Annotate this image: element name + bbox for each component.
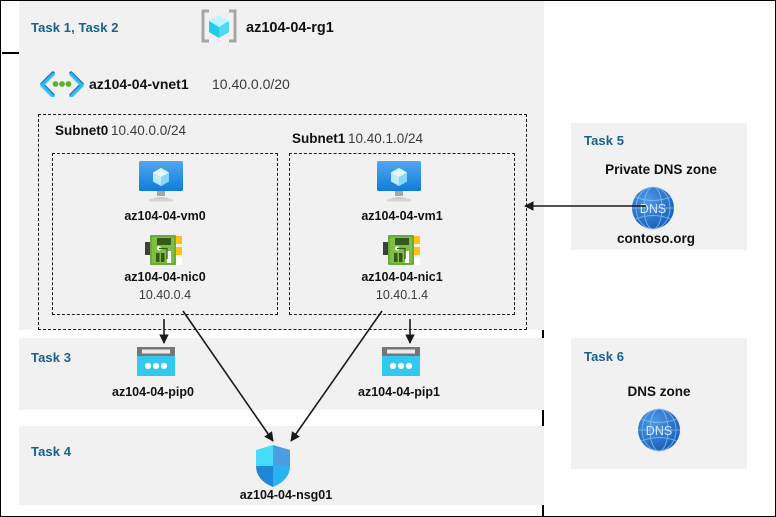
resource-group-header-panel	[19, 1, 544, 52]
pip1-label: az104-04-pip1	[358, 385, 440, 399]
task-label-6: Task 6	[584, 349, 625, 364]
pip0-label: az104-04-pip0	[112, 385, 194, 399]
vnet-address-space: 10.40.0.0/20	[212, 76, 290, 92]
private-dns-zone-name: contoso.org	[617, 231, 695, 246]
resource-group-name: az104-04-rg1	[246, 20, 334, 36]
vnet-panel	[19, 52, 544, 330]
subnet1-name: Subnet1	[292, 131, 346, 146]
vnet-name: az104-04-vnet1	[89, 76, 189, 92]
network-security-group-icon	[254, 444, 292, 488]
virtual-machine-icon	[136, 159, 186, 203]
public-ip-panel	[19, 338, 544, 410]
private-dns-heading: Private DNS zone	[605, 162, 717, 177]
virtual-network-icon	[39, 71, 85, 99]
resource-group-icon	[199, 8, 239, 44]
public-ip-icon	[380, 346, 422, 378]
public-ip-icon	[135, 346, 177, 378]
subnet0-prefix: 10.40.0.0/24	[111, 123, 187, 138]
task-label-5: Task 5	[584, 133, 625, 148]
svg-text:DNS: DNS	[640, 202, 666, 216]
subnet0-name: Subnet0	[55, 123, 109, 138]
subnets-container	[38, 114, 527, 330]
dns-zone-icon: DNS	[636, 407, 682, 453]
nic0-label: az104-04-nic0	[124, 270, 206, 284]
vm0-label: az104-04-vm0	[124, 209, 206, 223]
subnet1-box	[289, 153, 515, 315]
dns-zone-icon: DNS	[630, 185, 676, 231]
virtual-machine-icon	[374, 159, 424, 203]
network-interface-icon	[383, 233, 421, 267]
nic1-label: az104-04-nic1	[361, 270, 443, 284]
nic1-ip: 10.40.1.4	[375, 288, 429, 302]
task-label-3: Task 3	[31, 350, 72, 365]
private-dns-panel	[571, 123, 747, 250]
task-label-4: Task 4	[31, 444, 72, 459]
task-label-1-2: Task 1, Task 2	[31, 20, 119, 35]
public-dns-heading: DNS zone	[627, 384, 691, 399]
subnet1-prefix: 10.40.1.0/24	[348, 131, 424, 146]
nsg-label: az104-04-nsg01	[239, 488, 333, 502]
subnet0-box	[52, 153, 278, 315]
network-interface-icon	[145, 233, 183, 267]
vm1-label: az104-04-vm1	[361, 209, 443, 223]
svg-text:DNS: DNS	[646, 424, 672, 438]
nic0-ip: 10.40.0.4	[138, 288, 192, 302]
